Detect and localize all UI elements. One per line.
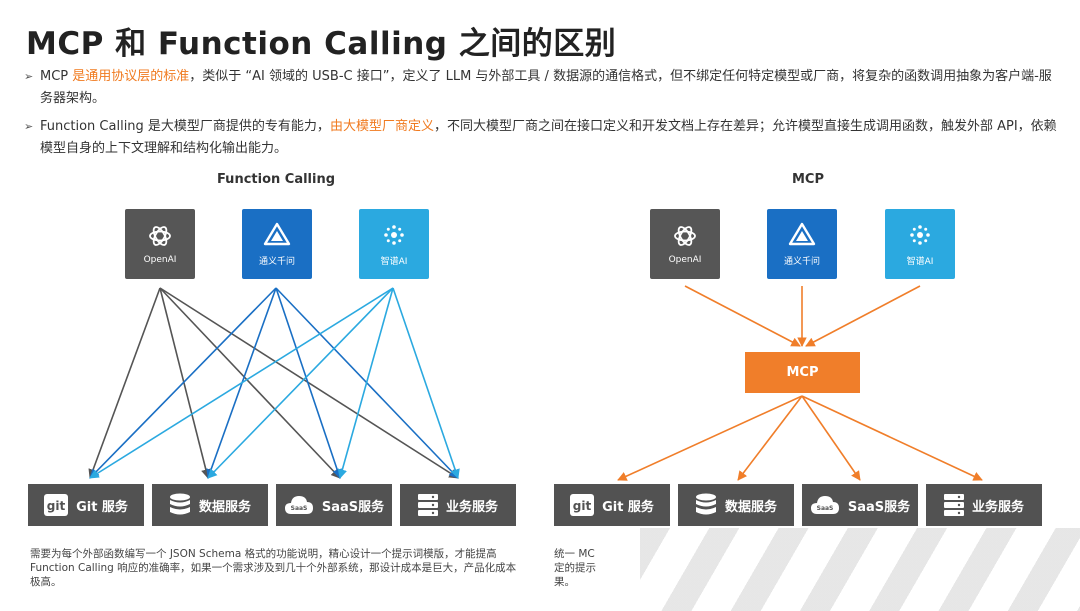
fade-stripes-overlay [640,528,1080,611]
fc-service-business: 业务服务 [400,484,516,526]
mcp-service-saas: SaaS SaaS服务 [802,484,918,526]
database-icon [169,493,191,517]
provider-label: OpenAI [668,255,702,265]
fc-diagram-label: Function Calling [216,172,336,187]
fc-provider-tongyi: 通义千问 [242,209,312,279]
svg-text:git: git [47,499,66,513]
mcp-service-git: git Git 服务 [554,484,670,526]
bullet-fc-text: Function Calling 是大模型厂商提供的专有能力，由大模型厂商定义，… [40,119,1057,156]
bullet-mcp-text: MCP 是通用协议层的标准，类似于 “AI 领域的 USB-C 接口”，定义了 … [40,69,1052,106]
openai-logo-icon [149,226,171,246]
bullet-arrow-icon: ➢ [24,70,34,83]
provider-label: OpenAI [143,255,177,265]
svg-text:git: git [573,499,592,513]
git-logo-icon: git [570,494,595,516]
svg-text:SaaS: SaaS [816,505,833,512]
zhipu-logo-icon [910,224,930,245]
cloud-saas-icon: SaaS [284,495,314,515]
fc-service-saas: SaaS SaaS服务 [276,484,392,526]
openai-lines [88,287,459,479]
mcp-hub-box: MCP [745,352,860,393]
cloud-saas-icon: SaaS [810,495,840,515]
provider-label: 通义千问 [258,256,295,267]
mcp-lines [617,285,983,481]
mcp-diagram-label: MCP [791,172,824,187]
provider-label: 智谱AI [380,256,408,267]
fc-provider-openai: OpenAI [125,209,195,279]
fc-service-git: git Git 服务 [28,484,144,526]
mcp-provider-zhipu: 智谱AI [885,209,955,279]
bullet-function-calling: ➢ Function Calling 是大模型厂商提供的专有能力，由大模型厂商定… [24,116,1064,160]
mcp-service-business: 业务服务 [926,484,1042,526]
zhipu-lines [89,287,460,479]
provider-label: 智谱AI [906,256,934,267]
git-logo-icon: git [44,494,69,516]
bullet-mcp: ➢ MCP 是通用协议层的标准，类似于 “AI 领域的 USB-C 接口”，定义… [24,66,1064,110]
fade-overlay [600,528,1080,611]
mcp-caption: 统一 MC 定的提示 果。 [554,548,596,588]
database-icon [695,493,717,517]
mcp-provider-tongyi: 通义千问 [767,209,837,279]
highlight-text: 由大模型厂商定义 [329,119,434,134]
svg-text:SaaS: SaaS [290,505,307,512]
bullet-arrow-icon: ➢ [24,120,34,133]
fc-service-data: 数据服务 [152,484,268,526]
zhipu-logo-icon [384,224,404,245]
tongyi-logo-icon [788,222,816,245]
openai-logo-icon [674,226,696,246]
fc-provider-zhipu: 智谱AI [359,209,429,279]
fc-caption: 需要为每个外部函数编写一个 JSON Schema 格式的功能说明，精心设计一个… [30,548,517,588]
tongyi-logo-icon [263,222,291,245]
server-icon [943,494,964,516]
mcp-provider-openai: OpenAI [650,209,720,279]
provider-label: 通义千问 [783,256,820,267]
server-icon [417,494,438,516]
highlight-text: 是通用协议层的标准 [72,69,190,84]
mcp-service-data: 数据服务 [678,484,794,526]
page-title: MCP 和 Function Calling 之间的区别 [26,26,617,62]
